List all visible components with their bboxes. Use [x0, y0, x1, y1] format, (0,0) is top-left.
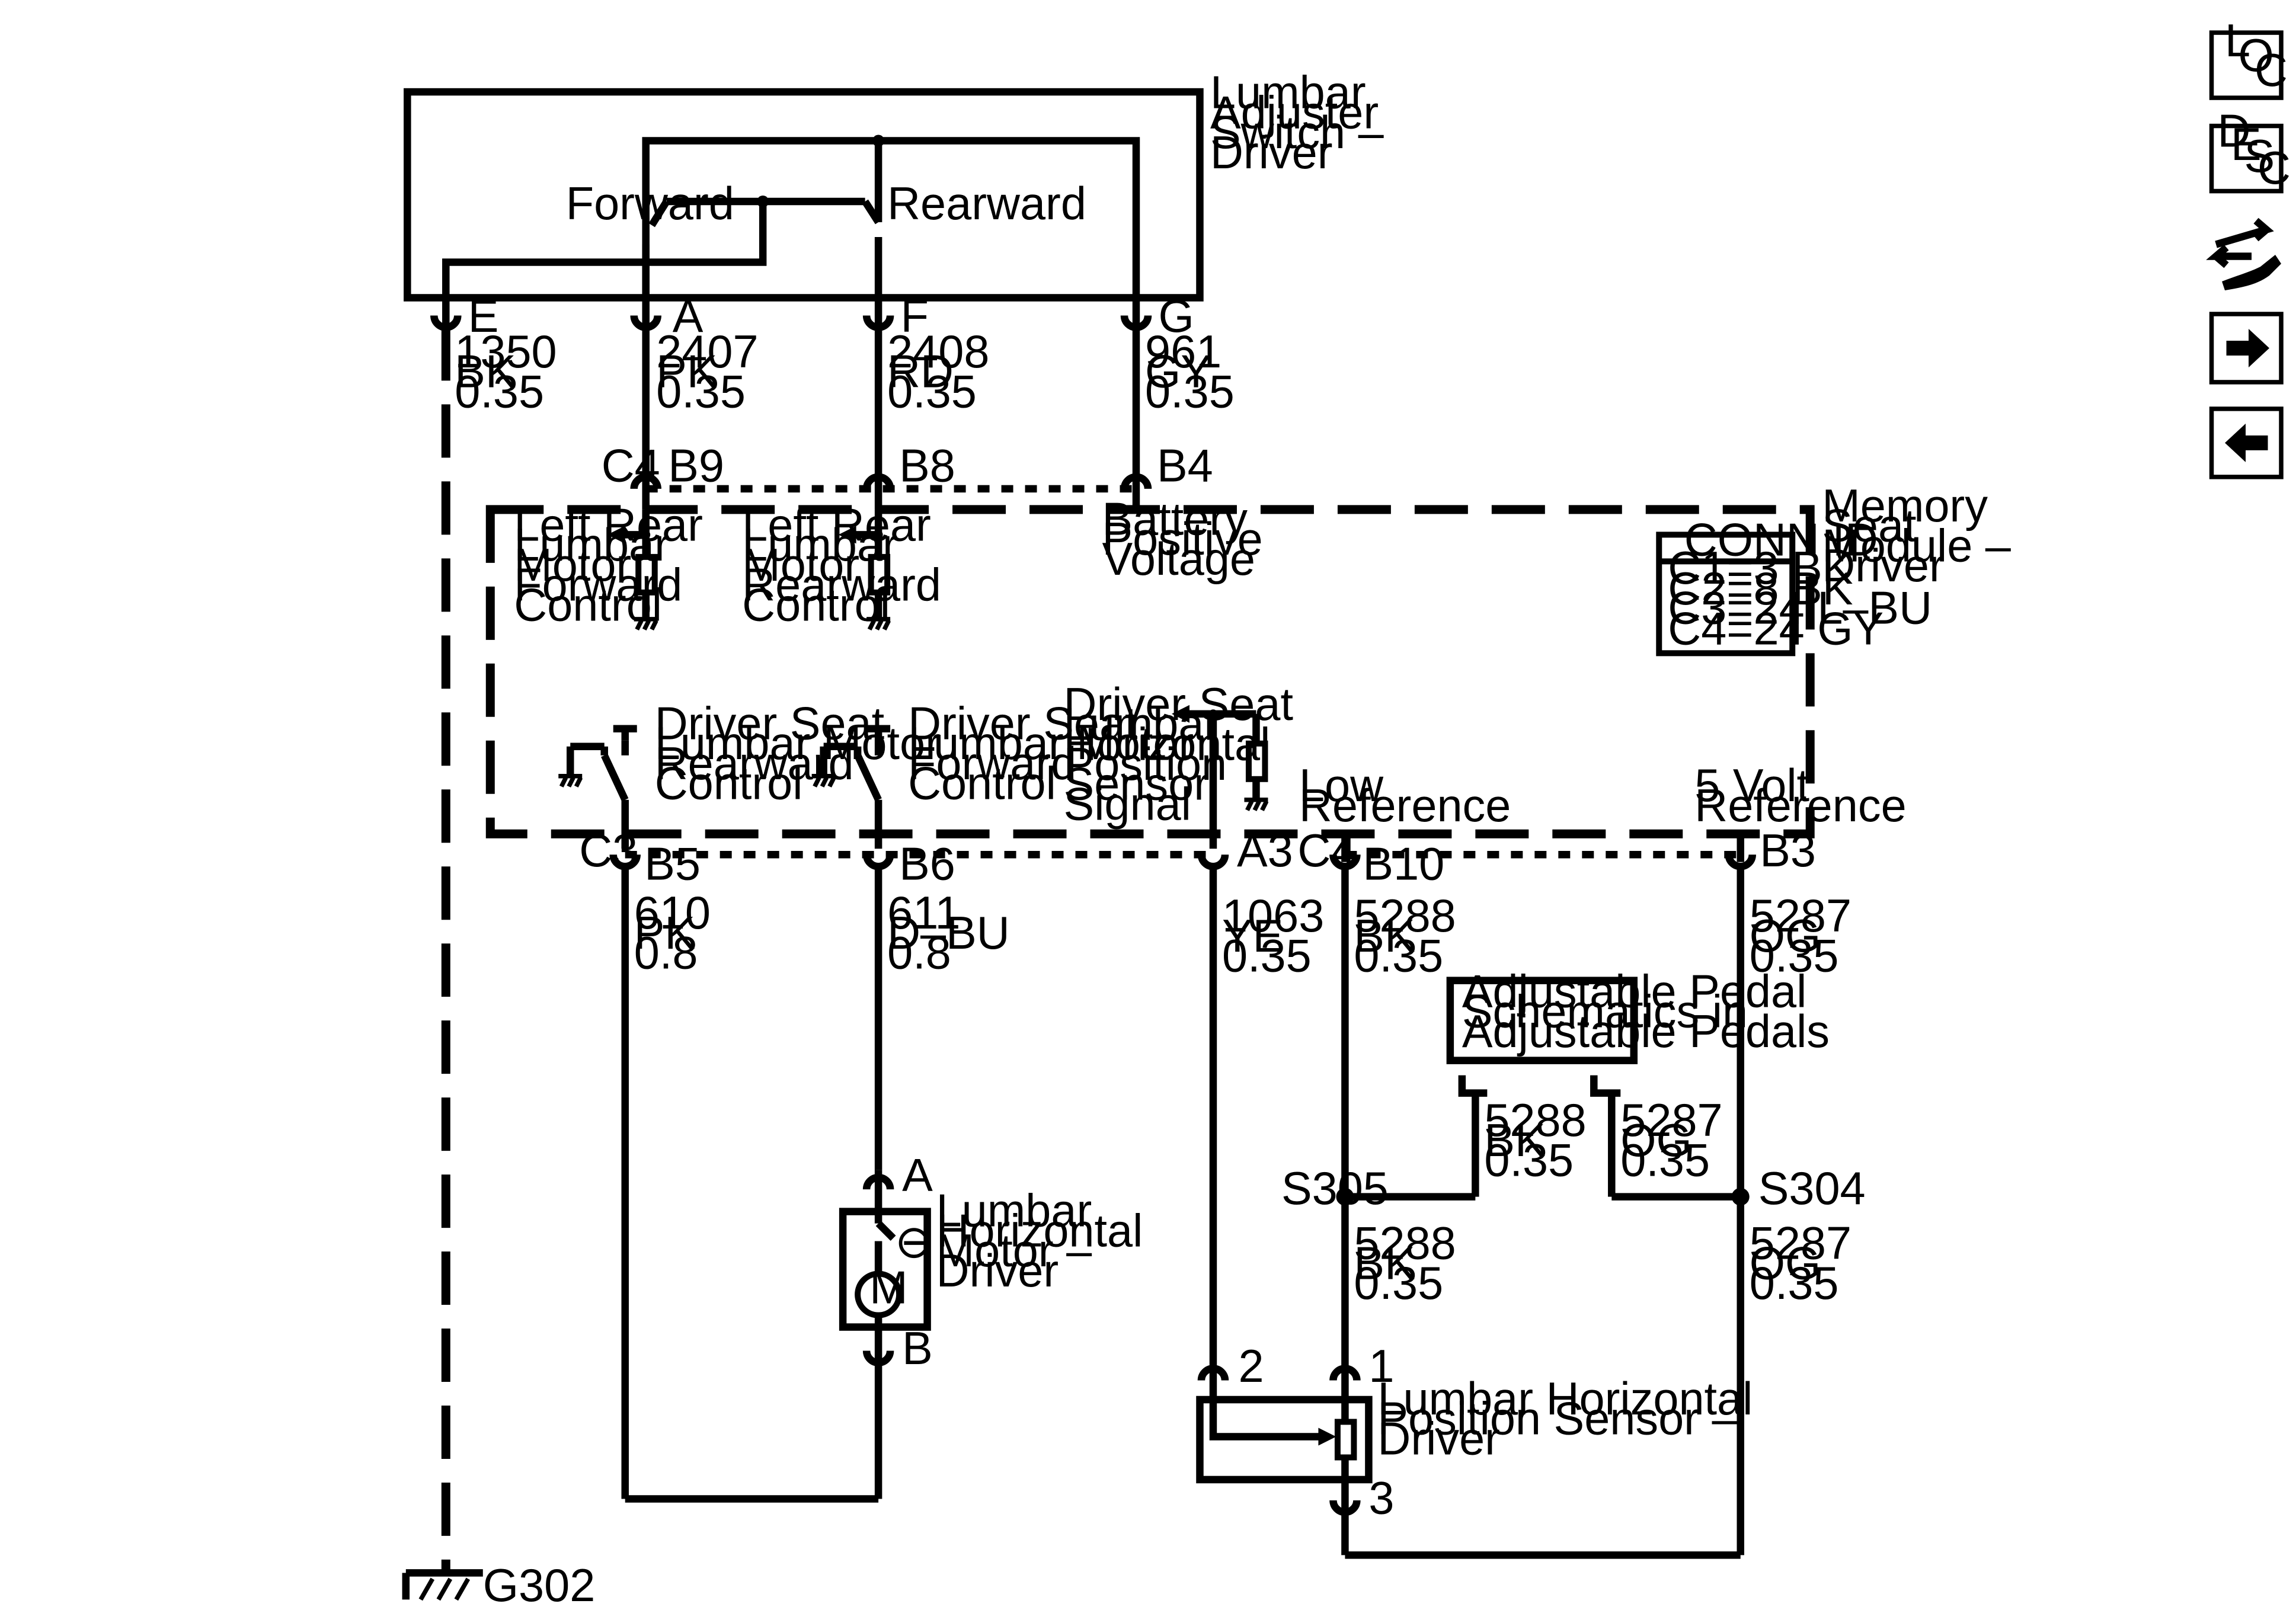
sensor-title: Lumbar Horizontal Position Sensor – Driv…: [1377, 1374, 1765, 1464]
splice-s304: [1731, 1188, 1750, 1206]
five-volt-reference-label: 5 Volt Reference: [1694, 760, 1906, 831]
splice-s305: [1336, 1188, 1354, 1206]
pin-label: B8: [899, 440, 955, 491]
lumbar-position-sensor: 2 1 3 Lumbar Horizontal Position Sensor …: [1196, 1341, 1765, 1559]
previous-arrow-icon: [2225, 423, 2268, 462]
switch-title-line: Adjuster: [1210, 87, 1379, 138]
lr-rearward-label: Left Rear Lumbar Motor Rearward Control: [742, 500, 954, 630]
wire-label-5287: 5287 OG 0.35: [1750, 891, 1865, 981]
conn-id-title: CONN ID: [1684, 514, 1878, 565]
switch-forward-label: Forward: [566, 178, 734, 229]
motor-symbol: M: [869, 1263, 908, 1314]
switch-title-line: Switch –: [1210, 107, 1384, 158]
desc-icon: D E S C: [2218, 106, 2291, 194]
motor-pin-b: B: [902, 1323, 933, 1374]
low-reference-label: Low Reference: [1299, 760, 1511, 831]
nav-next-button[interactable]: [2209, 312, 2284, 385]
pin-label: G: [1158, 291, 1194, 342]
wire-label-1350: 1350 BK 0.35: [455, 327, 570, 417]
wire-label-610: 610 PK 0.8: [634, 888, 724, 978]
ground-label: G302: [483, 1560, 596, 1610]
module-top-connector: C4 B9 B8 B4: [602, 440, 1213, 510]
lr-forward-control: Left Rear Lumbar Motor Forward Control: [514, 500, 715, 630]
sensor-pin: 1: [1368, 1341, 1394, 1392]
upper-wires: 1350 BK 0.35 2407 PK 0.35 2408 RD 0.35 9…: [455, 327, 1235, 477]
wire-label-961: 961 GY 0.35: [1145, 327, 1235, 417]
nav-previous-button[interactable]: [2209, 406, 2284, 479]
sensor-pin: 2: [1238, 1341, 1264, 1392]
wire-label-2407: 2407 PK 0.35: [656, 327, 771, 417]
ds-sensor-signal: Driver Seat Lumbar Horizontal Position S…: [1064, 679, 1306, 849]
sensor-pin: 3: [1368, 1473, 1394, 1523]
wire-label-611: 611 D–BU 0.8: [887, 888, 1022, 978]
ds-forward-control: Driver Seat Lumbar Motor Forward Control: [811, 698, 1207, 849]
motor-title: Lumbar Horizontal Motor – Driver: [936, 1186, 1156, 1297]
pin-label: B6: [899, 839, 955, 890]
wire-label-5288-pedal: 5288 BK 0.35: [1484, 1095, 1599, 1186]
splice-right-label: S304: [1758, 1163, 1866, 1214]
lr-rearward-control: Left Rear Lumbar Motor Rearward Control: [742, 500, 954, 630]
switch-title-line: Driver: [1210, 127, 1333, 178]
pin-label: A3: [1237, 825, 1293, 876]
memory-seat-module: Memory Seat Module – Driver: [485, 481, 2023, 838]
ds-sensor-label: Driver Seat Lumbar Horizontal Position S…: [1064, 679, 1306, 830]
wire-label-1063: 1063 YE 0.35: [1222, 891, 1337, 981]
pin-label: F: [901, 291, 929, 342]
pin-label: B3: [1760, 825, 1816, 876]
pin-label: E: [468, 291, 499, 342]
switch-connector-pins: E A F G: [430, 291, 1194, 342]
connector-name: C3: [579, 825, 638, 876]
nav-loc-button[interactable]: L O C: [2209, 15, 2288, 100]
switch-title: Lumbar Adjuster Switch – Driver: [1210, 68, 1396, 178]
pin-label: B4: [1157, 440, 1213, 491]
next-arrow-icon: [2226, 328, 2270, 367]
battery-voltage-label: Battery Positive Voltage: [1102, 494, 1276, 584]
conn-id-box: CONN ID C1=3 BK C2=8 BK C3=24 L–BU C4=24…: [1656, 514, 1932, 657]
lumbar-motor: A ⊖ M B Lumbar Horizontal Motor – Driver: [839, 1150, 1156, 1499]
nav-desc-button[interactable]: D E S C: [2209, 106, 2291, 194]
diagnostic-tool-icon: [2206, 217, 2282, 290]
ds-rearward-control: Driver Seat Lumbar Motor Rearward Contro…: [558, 698, 941, 849]
wire-label-5288-lower: 5288 BK 0.35: [1354, 1218, 1469, 1309]
ground-wire: G302: [402, 327, 596, 1610]
conn-id-row: C4=24 GY: [1668, 603, 1884, 654]
adjustable-pedal-reference: Adjustable Pedal Schematics in Adjustabl…: [1345, 966, 1830, 1201]
loc-icon: L O C: [2225, 15, 2288, 96]
switch-title-line: Lumbar: [1210, 68, 1366, 119]
wire-label-2408: 2408 RD 0.35: [887, 327, 1002, 417]
conn-id-row: C2=8 BK: [1668, 564, 1853, 614]
wire-label-5288: 5288 BK 0.35: [1354, 891, 1469, 981]
motor-pole: ⊖: [895, 1217, 933, 1267]
pin-label: B9: [668, 440, 724, 491]
module-title: Memory Seat Module – Driver: [1822, 481, 2023, 591]
pedal-box-text: Adjustable Pedal Schematics in Adjustabl…: [1462, 966, 1830, 1057]
lower-wires: 610 PK 0.8 611 D–BU 0.8 1063 YE 0.35 528…: [621, 866, 1865, 1555]
ds-forward-label: Driver Seat Lumbar Motor Forward Control: [908, 698, 1207, 809]
module-bottom-connectors: C3 B5 B6 A3 C4 B10 B3: [579, 825, 1816, 889]
splice-left-label: S305: [1281, 1163, 1389, 1214]
conn-id-row: C3=24 L–BU: [1668, 582, 1932, 633]
pin-label: A: [673, 291, 703, 342]
motor-pin-a: A: [902, 1150, 933, 1201]
wire-label-5287-pedal: 5287 OG 0.35: [1620, 1095, 1735, 1186]
conn-id-row: C1=3 BK: [1668, 543, 1853, 594]
nav-diagnostic-button[interactable]: [2206, 217, 2282, 290]
connector-name: C4: [602, 440, 660, 491]
lr-forward-label: Left Rear Lumbar Motor Forward Control: [514, 500, 715, 630]
pin-label: B5: [644, 839, 701, 890]
splices: S305 S304 5288 BK 0.35 5287 OG 0.35: [1281, 1163, 1866, 1309]
pin-label: B10: [1363, 839, 1444, 890]
lumbar-adjuster-switch: Forward Rearward Lumbar Adjuster Switch …: [404, 68, 1396, 302]
switch-rearward-label: Rearward: [887, 178, 1086, 229]
wire-label-5287-lower: 5287 OG 0.35: [1750, 1218, 1865, 1309]
